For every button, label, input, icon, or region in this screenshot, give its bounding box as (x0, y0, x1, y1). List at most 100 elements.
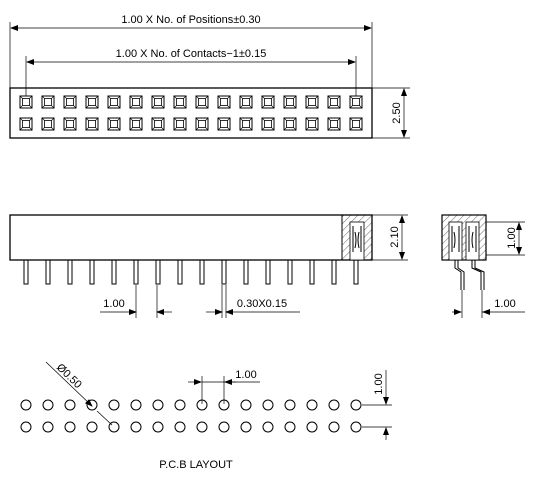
end-height-label: 1.00 (506, 227, 518, 248)
contact-cell (327, 95, 341, 109)
pcb-row-pitch-dimension: 1.00 (362, 370, 392, 440)
contact-cell (41, 95, 55, 109)
pcb-hole (20, 399, 32, 411)
pcb-hole (328, 421, 340, 433)
hole-diameter-dimension: Ø0.50 (45, 362, 113, 426)
top-height-label: 2.50 (391, 102, 403, 123)
pcb-row-pitch-label: 1.00 (373, 373, 385, 394)
contact-cell (283, 117, 297, 131)
side-section-cut (341, 214, 373, 261)
side-pitch-dimension: 1.00 (100, 285, 172, 318)
top-contacts (19, 95, 363, 131)
pcb-pitch-label: 1.00 (235, 369, 256, 381)
pcb-hole (306, 421, 318, 433)
contact-cell (239, 117, 253, 131)
side-pin (23, 260, 29, 285)
hole-diameter-label: Ø0.50 (54, 362, 84, 391)
end-leg-right (471, 260, 485, 290)
side-pin-size-label: 0.30X0.15 (237, 298, 287, 310)
pcb-hole (64, 421, 76, 433)
side-pin (353, 260, 359, 285)
pcb-holes (20, 399, 362, 433)
side-pin (155, 260, 161, 285)
side-pin (265, 260, 271, 285)
side-pin (45, 260, 51, 285)
housing-top-outline (9, 87, 373, 139)
contact-cell (63, 95, 77, 109)
pcb-hole (350, 421, 362, 433)
side-pin (287, 260, 293, 285)
pcb-hole (20, 421, 32, 433)
contact-cell (173, 117, 187, 131)
pcb-hole (152, 421, 164, 433)
contact-cell (305, 117, 319, 131)
contact-cell (239, 95, 253, 109)
contacts-dimension: 1.00 X No. of Contacts−1±0.15 (25, 48, 357, 96)
contact-cell (261, 117, 275, 131)
pcb-hole (284, 399, 296, 411)
pcb-hole (130, 421, 142, 433)
pcb-hole (42, 399, 54, 411)
contact-cell (41, 117, 55, 131)
contact-cell (305, 95, 319, 109)
pcb-hole (108, 399, 120, 411)
contact-cell (217, 95, 231, 109)
pcb-hole (284, 421, 296, 433)
side-height-label: 2.10 (389, 226, 401, 247)
contact-cell (327, 117, 341, 131)
end-pitch-dimension: 1.00 (452, 290, 525, 318)
side-pitch-label: 1.00 (103, 298, 124, 310)
side-pin (199, 260, 205, 285)
positions-dim-label: 1.00 X No. of Positions±0.30 (121, 14, 260, 26)
contact-cell (217, 117, 231, 131)
end-pitch-label: 1.00 (494, 298, 515, 310)
side-pin (133, 260, 139, 285)
side-pin (177, 260, 183, 285)
end-view: 1.00 1.00 (441, 214, 525, 318)
top-view: 1.00 X No. of Positions±0.30 1.00 X No. … (9, 14, 410, 139)
pcb-hole (64, 399, 76, 411)
contact-cell (151, 95, 165, 109)
pcb-hole (350, 399, 362, 411)
pcb-hole (86, 421, 98, 433)
contact-cell (19, 117, 33, 131)
top-height-dimension: 2.50 (372, 87, 410, 139)
contact-cell (151, 117, 165, 131)
pcb-hole (328, 399, 340, 411)
side-height-dimension: 2.10 (372, 214, 408, 261)
contact-cell (129, 95, 143, 109)
contact-cell (129, 117, 143, 131)
contact-cell (195, 117, 209, 131)
pcb-layout: Ø0.50 1.00 1.00 P.C.B LAYOUT (20, 362, 392, 471)
pcb-hole (262, 399, 274, 411)
contact-cell (173, 95, 187, 109)
pcb-hole (130, 399, 142, 411)
contact-cell (283, 95, 297, 109)
side-pin-size-dimension: 0.30X0.15 (206, 285, 300, 318)
contact-cell (85, 117, 99, 131)
contact-cell (85, 95, 99, 109)
pcb-hole (86, 399, 98, 411)
side-pin (243, 260, 249, 285)
side-view: 2.10 1.00 0.30X0.15 (9, 214, 408, 318)
pcb-hole (174, 399, 186, 411)
pcb-hole (152, 399, 164, 411)
contact-cell (195, 95, 209, 109)
side-pin (111, 260, 117, 285)
side-pin (89, 260, 95, 285)
side-pin (221, 260, 227, 285)
pcb-layout-title: P.C.B LAYOUT (159, 459, 233, 471)
pcb-hole (218, 421, 230, 433)
end-height-dimension: 1.00 (486, 221, 525, 256)
side-pin (331, 260, 337, 285)
pcb-hole (306, 399, 318, 411)
pcb-pitch-dimension: 1.00 (188, 369, 260, 404)
contacts-dim-label: 1.00 X No. of Contacts−1±0.15 (116, 48, 267, 60)
side-pin (67, 260, 73, 285)
contact-cell (349, 117, 363, 131)
positions-dimension: 1.00 X No. of Positions±0.30 (9, 14, 373, 88)
end-leg-left (454, 260, 465, 290)
pcb-hole (42, 421, 54, 433)
pcb-hole (196, 421, 208, 433)
